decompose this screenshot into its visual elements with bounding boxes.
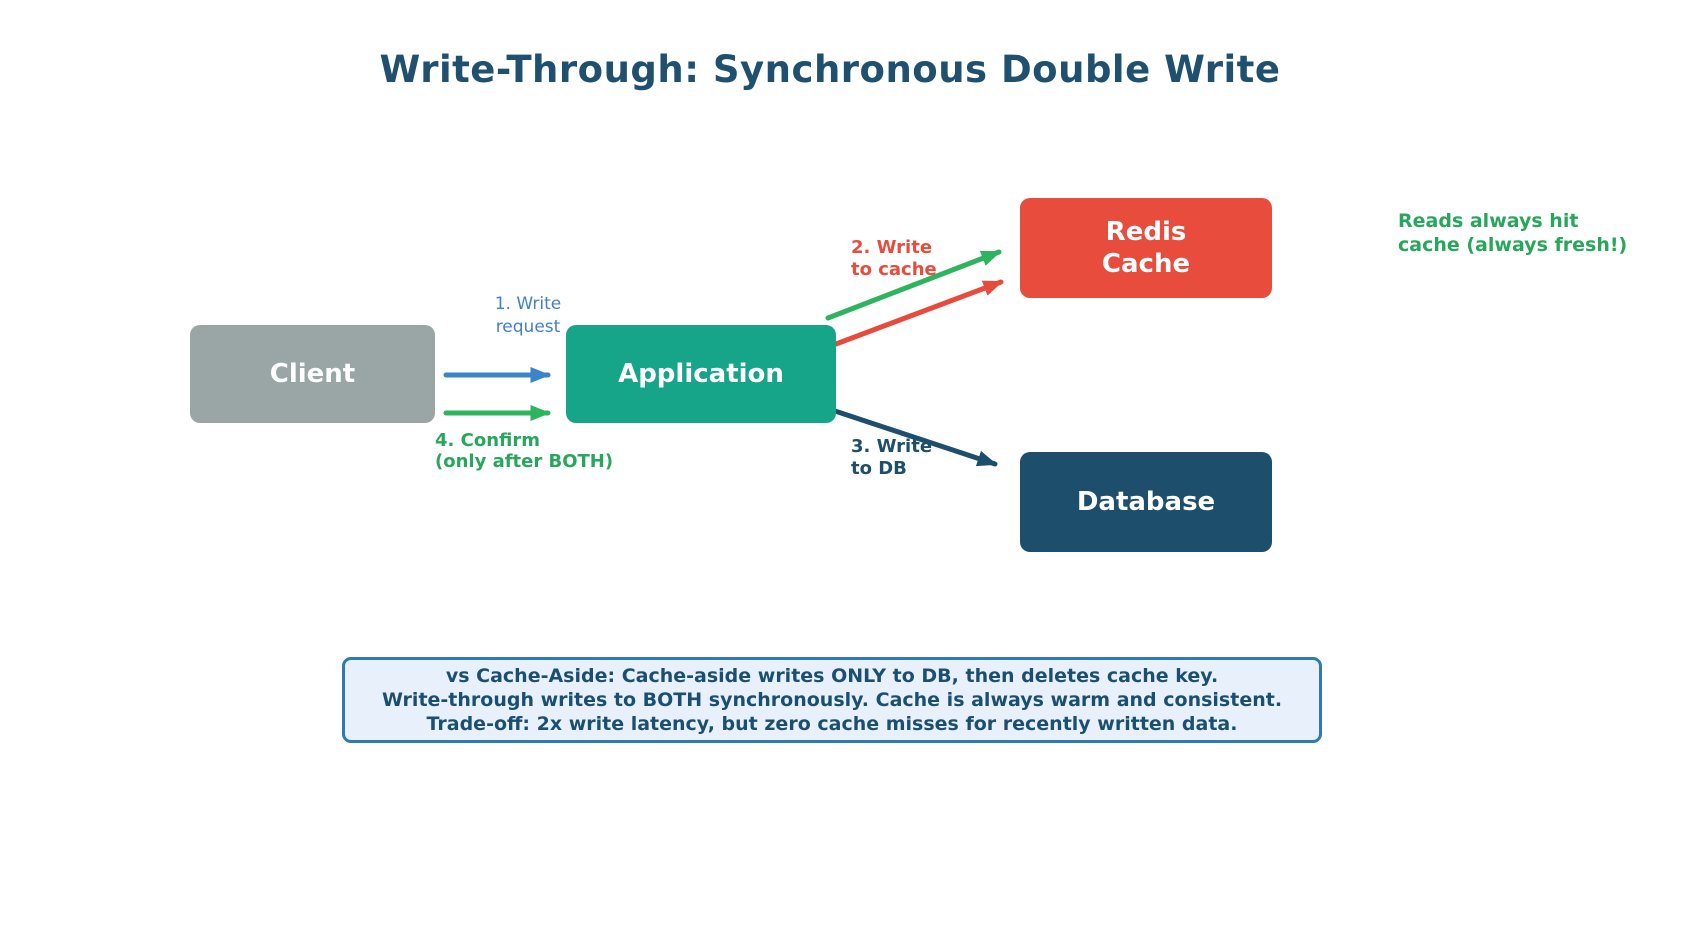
write-request-label: 1. Write request	[448, 293, 608, 339]
write-request-label-line2: request	[495, 317, 561, 337]
reads-note: Reads always hit cache (always fresh!)	[1398, 209, 1627, 257]
application-node: Application	[566, 325, 836, 423]
confirm-label-line1: 4. Confirm	[435, 430, 540, 451]
write-to-cache-label-line1: 2. Write	[851, 237, 933, 258]
write-to-db-label-line2: to DB	[851, 458, 907, 479]
application-label: Application	[618, 359, 784, 389]
write-to-cache-red-arrow	[833, 279, 1004, 347]
confirm-label: 4. Confirm (only after BOTH)	[435, 430, 613, 472]
redis-cache-node: Redis Cache	[1020, 198, 1272, 298]
comparison-callout-line3: Trade-off: 2x write latency, but zero ca…	[426, 713, 1238, 735]
write-to-cache-label-line2: to cache	[851, 259, 937, 280]
comparison-callout-line2: Write-through writes to BOTH synchronous…	[381, 689, 1283, 711]
reads-note-line1: Reads always hit	[1398, 210, 1579, 232]
redis-cache-label-line2: Cache	[1101, 249, 1191, 279]
client-label: Client	[269, 359, 356, 389]
page-title: Write-Through: Synchronous Double Write	[379, 48, 1281, 91]
client-node: Client	[190, 325, 435, 423]
confirm-label-line2: (only after BOTH)	[435, 451, 614, 472]
reads-note-line2: cache (always fresh!)	[1398, 234, 1628, 256]
comparison-callout: vs Cache-Aside: Cache-aside writes ONLY …	[342, 657, 1322, 743]
write-request-label-line1: 1. Write	[494, 294, 562, 314]
write-to-cache-label: 2. Write to cache	[851, 237, 937, 281]
redis-cache-label-line1: Redis	[1105, 217, 1187, 247]
database-node: Database	[1020, 452, 1272, 552]
comparison-callout-line1: vs Cache-Aside: Cache-aside writes ONLY …	[445, 665, 1219, 687]
write-to-db-label: 3. Write to DB	[851, 436, 932, 480]
database-label: Database	[1076, 487, 1216, 517]
write-to-db-label-line1: 3. Write	[851, 436, 933, 457]
